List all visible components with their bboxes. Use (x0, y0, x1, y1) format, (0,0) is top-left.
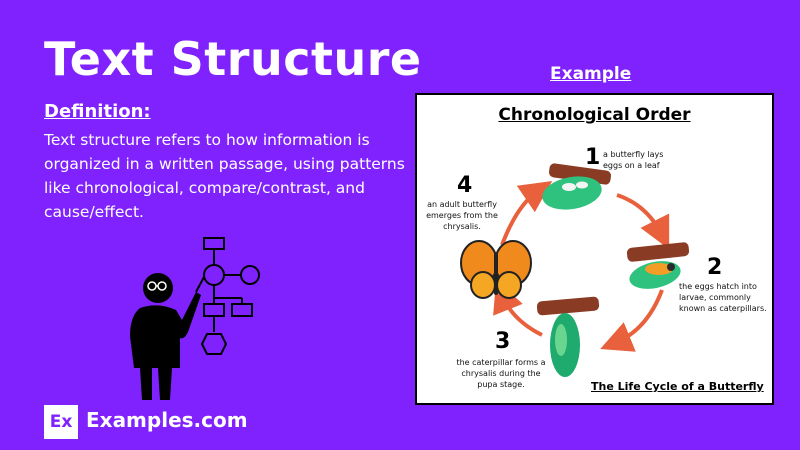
step-1-number: 1 (585, 145, 601, 170)
step-1-text: a butterfly lays eggs on a leaf (603, 150, 664, 170)
chrysalis-icon (536, 296, 600, 377)
definition-text: Text structure refers to how information… (44, 131, 405, 221)
step-2-number: 2 (707, 255, 723, 280)
cycle-arrows (493, 180, 670, 352)
figure-title: Chronological Order (498, 105, 691, 125)
example-heading: Example (550, 64, 632, 84)
leaf-with-eggs-icon (542, 163, 612, 210)
step-3-number: 3 (495, 329, 511, 354)
life-cycle-figure: Chronological Order 1 a butterfly lays e… (415, 93, 774, 405)
step-3-text: the caterpillar forms a chrysalis during… (456, 358, 546, 389)
step-2-text: the eggs hatch into larvae, commonly kno… (679, 282, 767, 313)
life-cycle-graphic (460, 163, 690, 377)
definition-heading: Definition: (44, 101, 151, 122)
person-pointing-flowchart-icon (130, 237, 260, 400)
caterpillar-icon (626, 242, 690, 289)
figure-caption: The Life Cycle of a Butterfly (591, 380, 764, 393)
examples-logo-icon[interactable]: Ex (44, 405, 78, 439)
step-4-text: an adult butterfly emerges from the chry… (426, 200, 498, 231)
step-4-number: 4 (457, 173, 473, 198)
examples-logo-text[interactable]: Examples.com (86, 408, 248, 432)
butterfly-icon (460, 240, 532, 299)
page-title: Text Structure (44, 32, 422, 86)
